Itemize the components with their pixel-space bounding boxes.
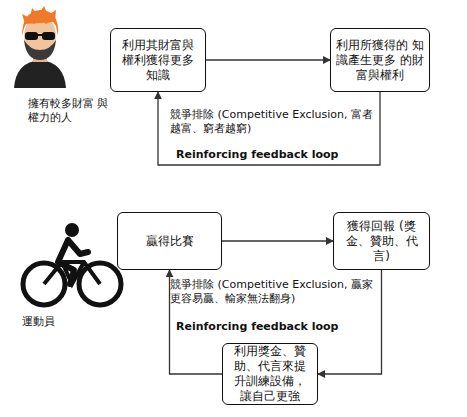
sunglasses-lens: [42, 32, 55, 40]
person-hair: [22, 10, 58, 36]
annotation-label: 擁有較多財富 與權力的人: [28, 97, 113, 125]
flow-arrow: [222, 240, 333, 241]
box-text: 利用所獲得的 知識產生更多 的財富與權利: [336, 38, 424, 83]
cyclist-icon: [23, 223, 121, 305]
loop-type-label: Reinforcing feedback loop: [176, 320, 376, 334]
box-text: 贏得比賽: [146, 234, 194, 249]
person-icon: [14, 6, 66, 88]
loop-type-label: Reinforcing feedback loop: [176, 148, 376, 162]
process-box: 利用所獲得的 知識產生更多 的財富與權利: [330, 28, 430, 92]
bike-frame: [44, 262, 100, 284]
cyclist-head: [65, 223, 79, 237]
person-neck: [33, 52, 47, 62]
bike-wheel: [23, 263, 65, 305]
annotation-label: 運動員: [22, 315, 102, 329]
flow-arrow: [158, 92, 380, 165]
process-box: 利用獎金、贊 助、代言來提 升訓練設備， 讓自己更強: [222, 343, 318, 405]
person-beard: [24, 40, 56, 60]
sunglasses-lens: [25, 32, 38, 40]
bike-wheel: [79, 263, 121, 305]
person-hair-spikes: [22, 6, 56, 24]
person-body: [14, 60, 66, 88]
process-box: 利用其財富與 權利獲得更多 知識: [110, 28, 206, 92]
process-box: 贏得比賽: [117, 212, 222, 270]
box-text: 利用其財富與 權利獲得更多 知識: [116, 38, 200, 83]
box-text: 獲得回報 (獎 金、贊助、代 言): [339, 219, 424, 264]
sunglasses-bridge: [37, 34, 43, 36]
annotation-label: 競爭排除 (Competitive Exclusion, 贏家更容易贏、輸家無法…: [170, 278, 375, 306]
annotation-label: 競爭排除 (Competitive Exclusion, 富者越富、窮者越窮): [170, 108, 375, 136]
person-face: [24, 16, 56, 56]
cyclist-body: [58, 240, 88, 284]
flow-arrow: [206, 59, 330, 60]
process-box: 獲得回報 (獎 金、贊助、代 言): [333, 212, 430, 270]
box-text: 利用獎金、贊 助、代言來提 升訓練設備， 讓自己更強: [228, 344, 312, 404]
